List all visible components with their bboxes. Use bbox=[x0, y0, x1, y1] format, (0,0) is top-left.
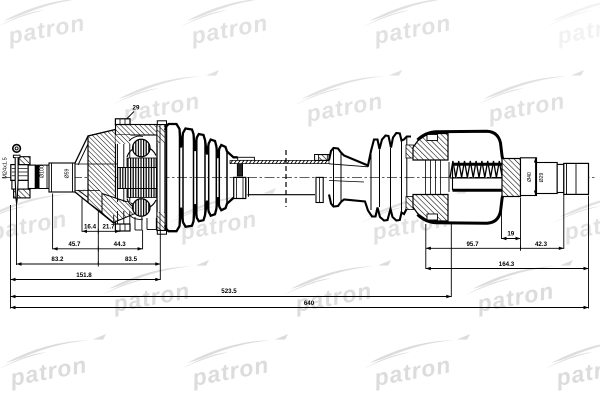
svg-text:19: 19 bbox=[507, 231, 514, 238]
svg-text:164.3: 164.3 bbox=[499, 261, 515, 268]
svg-text:151.8: 151.8 bbox=[76, 272, 92, 279]
svg-text:42.3: 42.3 bbox=[535, 241, 548, 248]
svg-text:95.7: 95.7 bbox=[466, 241, 479, 248]
svg-text:21.7: 21.7 bbox=[102, 224, 115, 231]
svg-text:45.7: 45.7 bbox=[68, 241, 81, 248]
svg-text:Ø59: Ø59 bbox=[64, 168, 70, 178]
svg-text:M24x1.5: M24x1.5 bbox=[3, 157, 9, 178]
svg-text:44.3: 44.3 bbox=[114, 241, 127, 248]
svg-text:640: 640 bbox=[304, 300, 315, 307]
svg-text:523.5: 523.5 bbox=[221, 288, 237, 295]
svg-text:29: 29 bbox=[133, 105, 140, 112]
svg-text:83.5: 83.5 bbox=[125, 256, 138, 263]
svg-text:Ø29: Ø29 bbox=[539, 172, 545, 182]
svg-text:Ø100: Ø100 bbox=[39, 165, 45, 178]
svg-text:16.4: 16.4 bbox=[84, 224, 97, 231]
svg-text:83.2: 83.2 bbox=[51, 256, 64, 263]
svg-text:Ø40: Ø40 bbox=[527, 172, 533, 182]
